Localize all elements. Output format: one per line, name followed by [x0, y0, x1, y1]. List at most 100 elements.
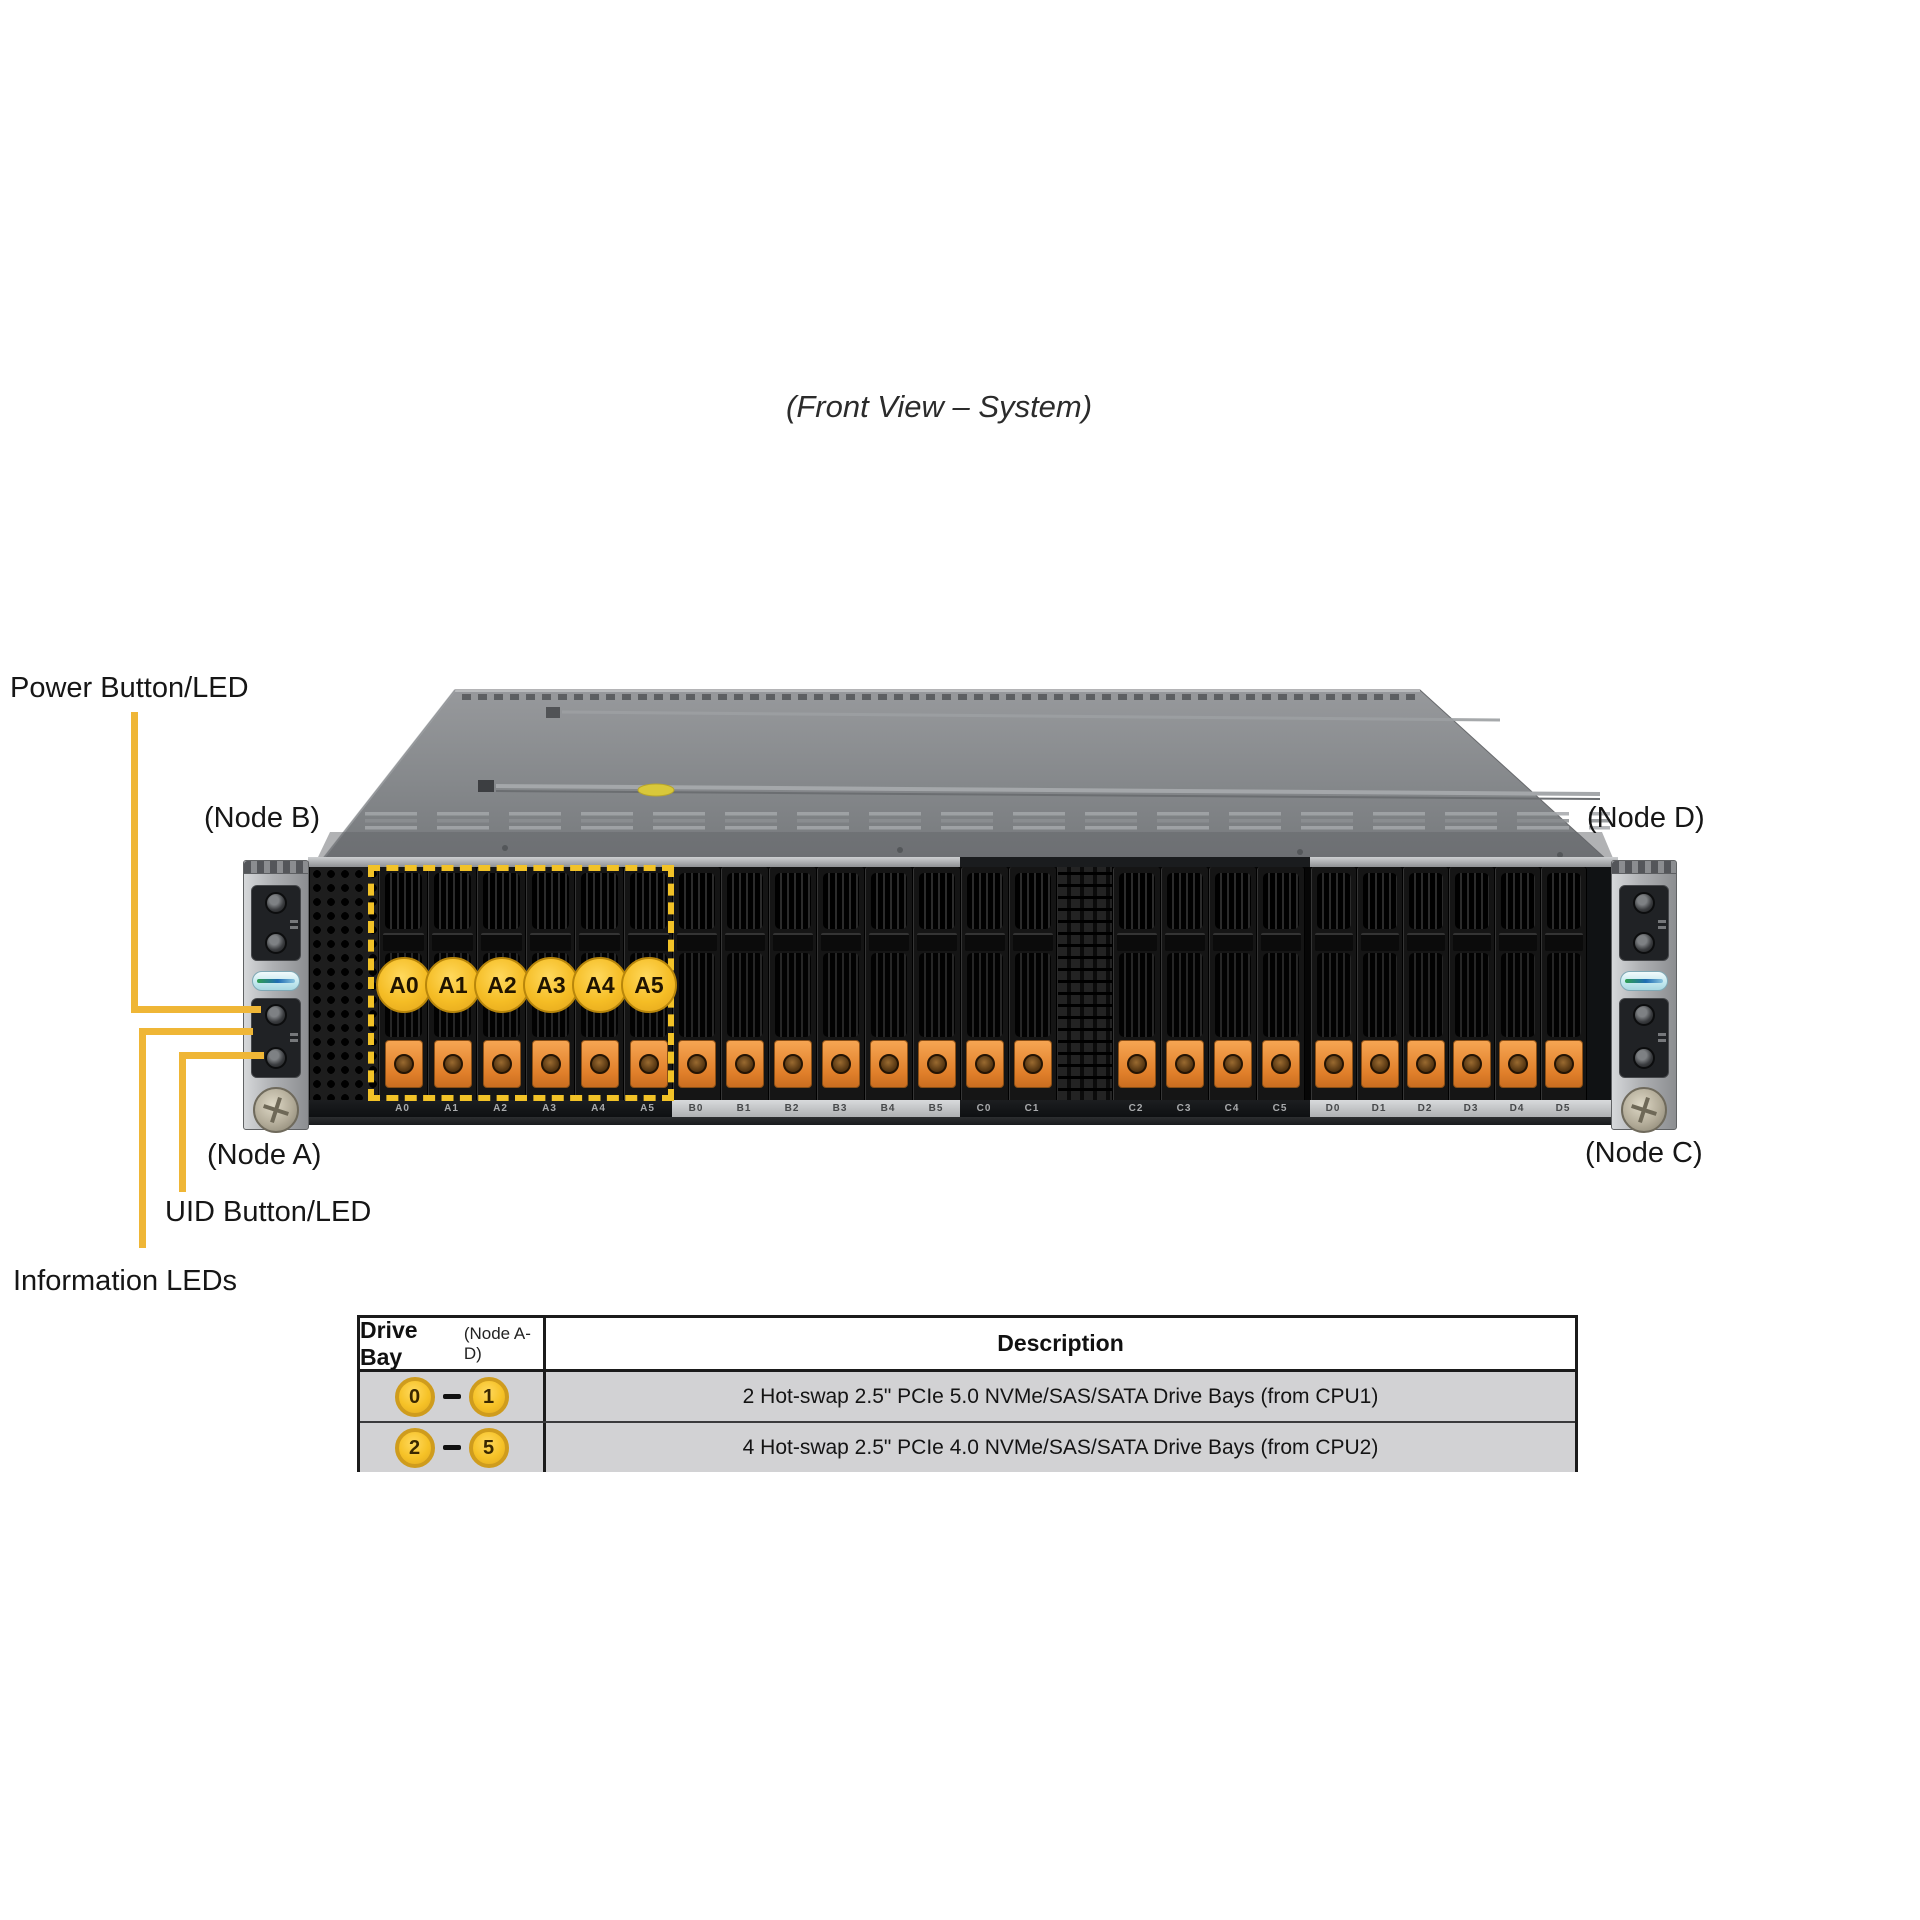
- latch-icon: [918, 1040, 956, 1088]
- screw-icon: [1223, 1054, 1243, 1074]
- latch-icon: [966, 1040, 1004, 1088]
- latch-icon: [433, 1040, 472, 1088]
- screw-icon: [393, 1054, 414, 1074]
- screw-icon: [1127, 1054, 1147, 1074]
- drive-bay-D4: [1495, 867, 1541, 1100]
- bay-tag-A2: A2: [493, 1103, 508, 1114]
- node-c-button-panel: [1619, 998, 1669, 1078]
- bay-description: 4 Hot-swap 2.5" PCIe 4.0 NVMe/SAS/SATA D…: [742, 1435, 1379, 1459]
- supermicro-logo: [1620, 971, 1668, 991]
- latch-icon: [870, 1040, 908, 1088]
- bay-tag-A0: A0: [395, 1103, 410, 1114]
- figure-title: (Front View – System): [786, 389, 1093, 424]
- drive-callout-A2: A2: [474, 957, 530, 1013]
- chassis-top-lid: [306, 689, 1620, 879]
- perforated-vent-panel: [310, 867, 378, 1100]
- drive-callout-A5: A5: [621, 957, 677, 1013]
- drive-bay-B3: [817, 867, 865, 1100]
- latch-icon: [531, 1040, 570, 1088]
- latch-icon: [580, 1040, 619, 1088]
- range-dash-icon: [442, 1394, 461, 1399]
- screw-icon: [491, 1054, 512, 1074]
- bay-number-badge: 1: [468, 1376, 509, 1417]
- bay-tag-A1: A1: [444, 1103, 459, 1114]
- screw-icon: [1175, 1054, 1195, 1074]
- node-c-information-leds-icon: [1658, 1033, 1666, 1036]
- node-c-power-button-icon: [1633, 1004, 1655, 1026]
- supermicro-logo: [252, 971, 300, 991]
- bay-tag-C2: C2: [1128, 1103, 1144, 1114]
- table-header-row: Drive Bay (Node A-D) Description: [360, 1317, 1575, 1370]
- latch-icon: [1361, 1040, 1399, 1088]
- screw-icon: [975, 1054, 995, 1074]
- label-power-button-led: Power Button/LED: [10, 672, 249, 704]
- screw-icon: [783, 1054, 803, 1074]
- bay-tag-D0: D0: [1325, 1103, 1341, 1114]
- latch-icon: [1545, 1040, 1583, 1088]
- bay-description: 2 Hot-swap 2.5" PCIe 5.0 NVMe/SAS/SATA D…: [742, 1384, 1379, 1408]
- screw-icon: [638, 1054, 659, 1074]
- bay-tag-A5: A5: [640, 1103, 655, 1114]
- table-row: 2 5 4 Hot-swap 2.5" PCIe 4.0 NVMe/SAS/SA…: [360, 1421, 1575, 1472]
- screw-icon: [1370, 1054, 1390, 1074]
- bay-tag-D5: D5: [1555, 1103, 1571, 1114]
- drive-callout-A4: A4: [572, 957, 628, 1013]
- label-uid-button-led: UID Button/LED: [165, 1196, 372, 1228]
- drive-bay-D1: [1357, 867, 1403, 1100]
- latch-icon: [1407, 1040, 1445, 1088]
- screw-icon: [442, 1054, 463, 1074]
- screw-icon: [1554, 1054, 1574, 1074]
- right-control-panel: [1611, 860, 1677, 1133]
- latch-icon: [1262, 1040, 1300, 1088]
- latch-icon: [482, 1040, 521, 1088]
- latch-icon: [1014, 1040, 1052, 1088]
- drive-bay-B5: [913, 867, 961, 1100]
- drive-bay-D3: [1449, 867, 1495, 1100]
- drive-bay-C1: [1009, 867, 1057, 1100]
- node-b-button-panel: [251, 885, 301, 961]
- latch-icon: [726, 1040, 764, 1088]
- node-d-button-panel: [1619, 885, 1669, 961]
- bay-number-badge: 0: [394, 1376, 435, 1417]
- latch-icon: [1118, 1040, 1156, 1088]
- node-b-uid-button-icon: [265, 932, 287, 954]
- bay-number-badge: 5: [468, 1427, 509, 1468]
- drive-callout-A1: A1: [425, 957, 481, 1013]
- bay-tag-D4: D4: [1509, 1103, 1525, 1114]
- drive-bay-B2: [769, 867, 817, 1100]
- label-information-leds: Information LEDs: [13, 1265, 238, 1297]
- drive-bay-D0: [1311, 867, 1357, 1100]
- screw-icon: [1023, 1054, 1043, 1074]
- screw-icon: [1508, 1054, 1528, 1074]
- node-d-uid-button-icon: [1633, 932, 1655, 954]
- ear-serrated-cap: [244, 861, 308, 874]
- bay-tag-B1: B1: [736, 1103, 752, 1114]
- header-drive-bay: Drive Bay (Node A-D): [360, 1317, 546, 1370]
- bay-tag-D2: D2: [1417, 1103, 1433, 1114]
- drive-bay-C0: [961, 867, 1009, 1100]
- bay-tag-C1: C1: [1024, 1103, 1040, 1114]
- drive-bay-range: 0 1: [360, 1372, 546, 1421]
- node-a-uid-button-icon: [265, 1047, 287, 1069]
- bay-tag-B0: B0: [688, 1103, 704, 1114]
- bay-tag-A3: A3: [542, 1103, 557, 1114]
- callout-line-uid-horizontal: [179, 1052, 264, 1059]
- callout-line-info-vertical: [139, 1028, 146, 1248]
- node-a-power-button-icon: [265, 1004, 287, 1026]
- bay-tag-B4: B4: [880, 1103, 896, 1114]
- lid-sticker: [637, 783, 675, 797]
- label-node-c: (Node C): [1585, 1137, 1703, 1169]
- range-dash-icon: [442, 1445, 461, 1450]
- drive-callout-A3: A3: [523, 957, 579, 1013]
- node-a-information-leds-icon: [290, 1033, 298, 1036]
- node-d-power-button-icon: [1633, 892, 1655, 914]
- bay-tag-A4: A4: [591, 1103, 606, 1114]
- drive-bay-B4: [865, 867, 913, 1100]
- bay-tag-C4: C4: [1224, 1103, 1240, 1114]
- screw-icon: [831, 1054, 851, 1074]
- header-description: Description: [997, 1330, 1124, 1356]
- drive-bay-C5: [1257, 867, 1305, 1100]
- drive-bay-D5: [1541, 867, 1587, 1100]
